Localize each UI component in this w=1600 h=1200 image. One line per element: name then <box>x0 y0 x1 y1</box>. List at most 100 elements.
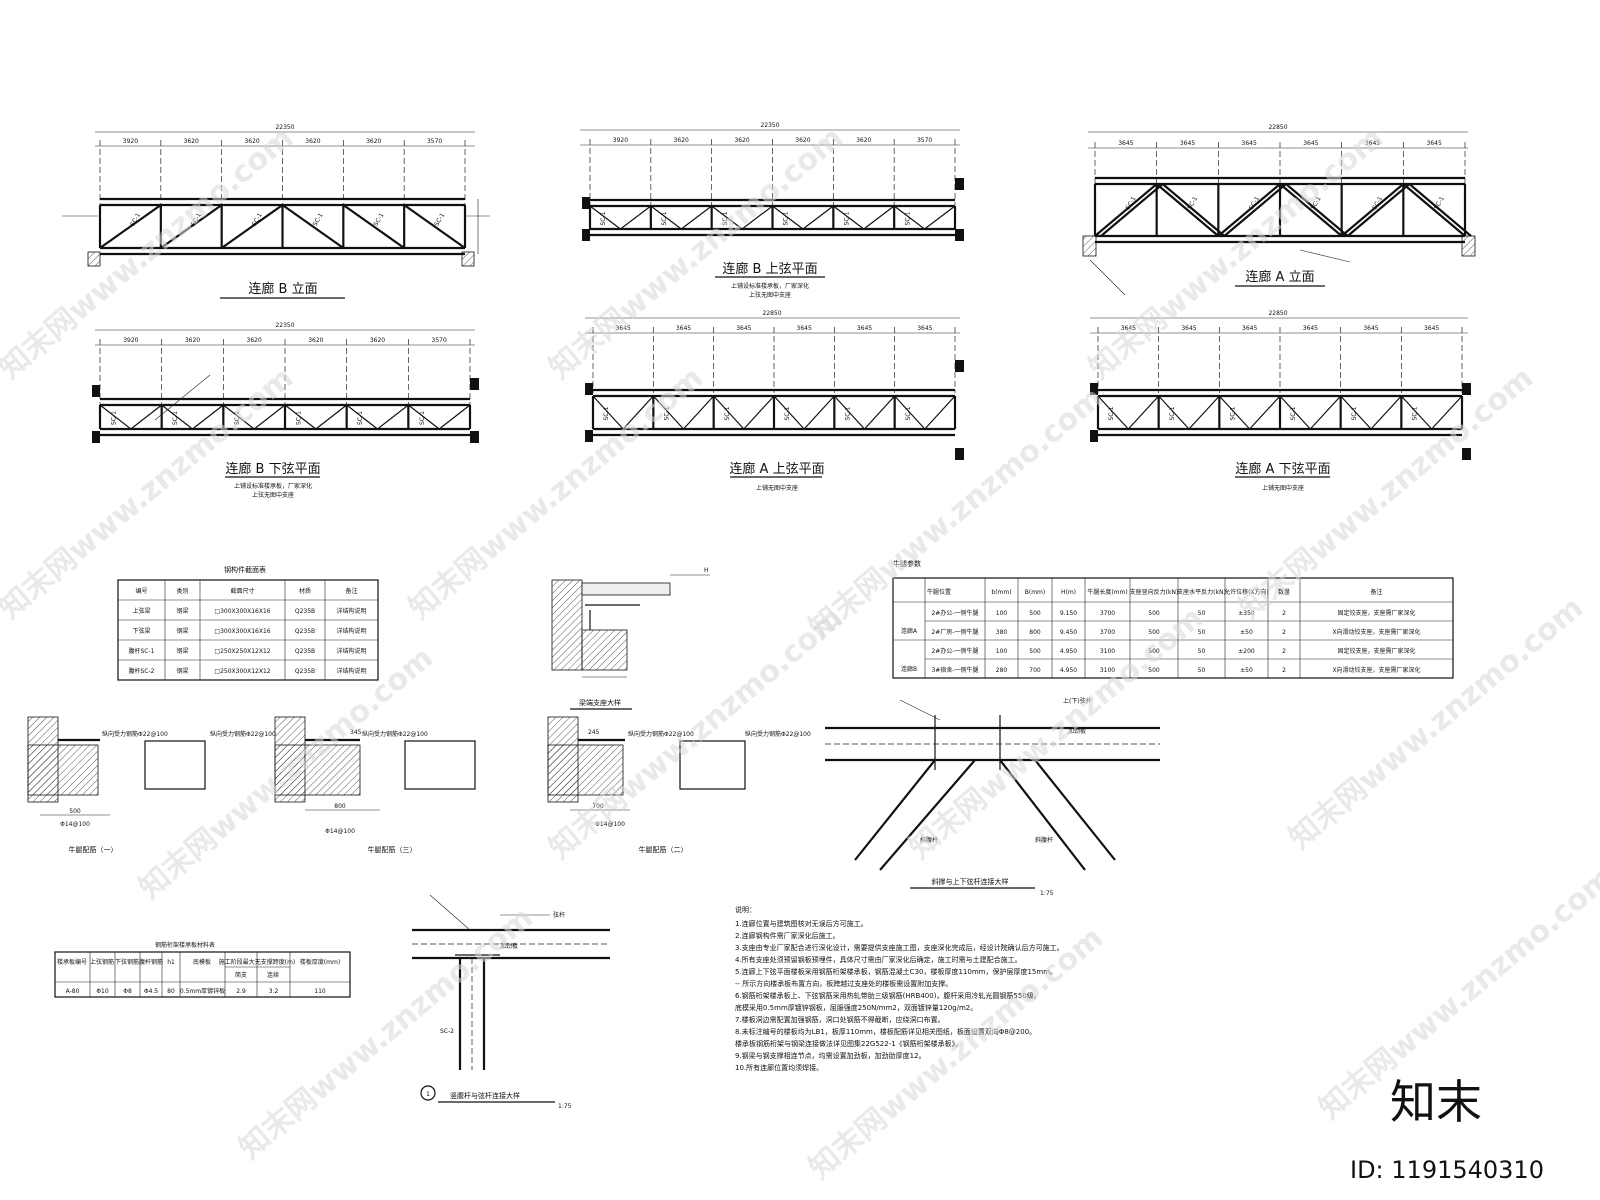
svg-text:SC-1: SC-1 <box>110 411 117 425</box>
svg-text:±50: ±50 <box>1240 667 1253 674</box>
svg-text:SC-1: SC-1 <box>603 406 610 420</box>
svg-text:钢梁: 钢梁 <box>176 607 188 615</box>
svg-text:SC-2: SC-2 <box>440 1028 454 1035</box>
svg-text:SC-1: SC-1 <box>1230 406 1237 420</box>
svg-text:简支: 简支 <box>235 971 247 979</box>
svg-text:上铺无图中支座: 上铺无图中支座 <box>1262 484 1304 492</box>
svg-text:Q235B: Q235B <box>295 608 315 615</box>
svg-text:3645: 3645 <box>1424 325 1439 332</box>
title-a-top-plan: 连廊 A 上弦平面 <box>729 461 824 477</box>
svg-text:腹杆SC-2: 腹杆SC-2 <box>129 667 155 675</box>
svg-text:Q235B: Q235B <box>295 628 315 635</box>
svg-text:3#宿舍-一侧牛腿: 3#宿舍-一侧牛腿 <box>931 666 978 674</box>
svg-text:1:75: 1:75 <box>558 1103 572 1110</box>
svg-text:钢梁: 钢梁 <box>176 667 188 675</box>
note-line: 楼承板钢筋桁架与钢梁连接做法详见图集22G522-1《钢筋桁架楼承板》。 <box>735 1039 962 1048</box>
svg-text:连续: 连续 <box>267 971 279 979</box>
svg-text:上铺设标准楼承板，厂家深化: 上铺设标准楼承板，厂家深化 <box>731 282 809 290</box>
svg-text:Φ8: Φ8 <box>123 988 132 995</box>
svg-text:SC-1: SC-1 <box>661 211 668 225</box>
svg-text:SC-1: SC-1 <box>172 411 179 425</box>
svg-text:Φ14@100: Φ14@100 <box>325 828 355 835</box>
note-line: 6.钢筋桁架楼承板上、下弦钢筋采用热轧带肋三级钢筋(HRB400)，腹杆采用冷轧… <box>735 991 1041 1000</box>
svg-text:详结构说明: 详结构说明 <box>336 647 366 655</box>
title-corbel-2: 牛腿配筋（二） <box>639 845 688 854</box>
title-a-bottom-plan: 连廊 A 下弦平面 <box>1235 461 1330 477</box>
svg-text:SC-1: SC-1 <box>372 212 385 228</box>
svg-text:1:75: 1:75 <box>1040 890 1054 897</box>
note-line: 10.所有连廊位置均须焊接。 <box>735 1063 823 1072</box>
title-b-bottom-plan: 连廊 B 下弦平面 <box>225 461 320 477</box>
svg-text:纵向受力钢筋Φ22@100: 纵向受力钢筋Φ22@100 <box>102 730 168 738</box>
svg-text:备注: 备注 <box>345 587 357 595</box>
svg-text:3570: 3570 <box>917 137 932 144</box>
svg-text:3645: 3645 <box>917 325 932 332</box>
svg-text:110: 110 <box>314 988 326 995</box>
svg-text:2.9: 2.9 <box>236 988 246 995</box>
svg-text:加劲板: 加劲板 <box>500 942 518 950</box>
svg-text:1: 1 <box>426 1091 430 1098</box>
svg-text:4.950: 4.950 <box>1060 648 1077 655</box>
svg-text:h1: h1 <box>167 959 175 966</box>
svg-text:SC-1: SC-1 <box>1108 406 1115 420</box>
svg-text:截面尺寸: 截面尺寸 <box>230 587 254 595</box>
svg-text:2#厂房-一侧牛腿: 2#厂房-一侧牛腿 <box>931 628 978 636</box>
svg-text:H: H <box>704 567 709 574</box>
svg-text:3645: 3645 <box>736 325 751 332</box>
svg-text:X向滑动铰支座，支座需厂家深化: X向滑动铰支座，支座需厂家深化 <box>1332 628 1420 636</box>
svg-text:弦杆: 弦杆 <box>553 911 565 919</box>
svg-text:SC-1: SC-1 <box>295 411 302 425</box>
svg-text:500: 500 <box>1148 648 1160 655</box>
svg-text:Q235B: Q235B <box>295 668 315 675</box>
svg-text:3620: 3620 <box>184 138 199 145</box>
svg-text:9.150: 9.150 <box>1060 610 1077 617</box>
svg-text:SC-1: SC-1 <box>784 406 791 420</box>
svg-text:3620: 3620 <box>185 337 200 344</box>
svg-text:牛腿参数: 牛腿参数 <box>893 559 921 568</box>
svg-text:连廊B: 连廊B <box>901 665 917 673</box>
watermark-id: ID: 1191540310 <box>1350 1156 1544 1184</box>
svg-text:3645: 3645 <box>857 325 872 332</box>
diagonal-connection-detail: 上(下)弦杆 加劲板 斜腹杆 斜腹杆 斜撑与上下弦杆连接大样 1:75 <box>825 697 1160 897</box>
svg-text:上(下)弦杆: 上(下)弦杆 <box>1063 697 1092 705</box>
svg-text:2#办公-一侧牛腿: 2#办公-一侧牛腿 <box>931 609 978 617</box>
svg-text:3645: 3645 <box>1365 140 1380 147</box>
svg-text:3700: 3700 <box>1100 629 1115 636</box>
svg-text:知末网www.znzmo.com: 知末网www.znzmo.com <box>1233 360 1540 626</box>
svg-text:500: 500 <box>1148 667 1160 674</box>
svg-text:80: 80 <box>167 988 175 995</box>
title-vertical-connection: 竖腹杆与弦杆连接大样 <box>450 1091 520 1100</box>
svg-text:下弦钢筋: 下弦钢筋 <box>115 958 139 966</box>
svg-text:SC-1: SC-1 <box>663 406 670 420</box>
svg-text:知末网www.znzmo.com: 知末网www.znzmo.com <box>543 120 850 386</box>
note-line: 5.连廊上下弦平面楼板采用钢筋桁架楼承板，钢筋混凝土C30，楼板厚度110mm，… <box>735 967 1057 976</box>
svg-text:3645: 3645 <box>1118 140 1133 147</box>
svg-text:3920: 3920 <box>123 337 138 344</box>
svg-text:3645: 3645 <box>797 325 812 332</box>
svg-text:2#办公-一侧牛腿: 2#办公-一侧牛腿 <box>931 647 978 655</box>
svg-text:钢梁: 钢梁 <box>176 647 188 655</box>
svg-text:连廊A: 连廊A <box>901 627 918 635</box>
beam-support-detail: H 梁端支座大样 <box>551 567 710 710</box>
svg-text:牛腿位置: 牛腿位置 <box>927 588 951 596</box>
svg-text:支座竖向反力(kN): 支座竖向反力(kN) <box>1130 588 1179 596</box>
svg-text:腹杆SC-1: 腹杆SC-1 <box>129 647 155 655</box>
svg-text:H(m): H(m) <box>1061 589 1076 596</box>
svg-text:知末网www.znzmo.com: 知末网www.znzmo.com <box>233 900 540 1166</box>
svg-text:2: 2 <box>1282 629 1286 636</box>
svg-text:纵向受力钢筋Φ22@100: 纵向受力钢筋Φ22@100 <box>628 730 694 738</box>
svg-text:知末网www.znzmo.com: 知末网www.znzmo.com <box>1083 120 1390 386</box>
title-diagonal-connection: 斜撑与上下弦杆连接大样 <box>932 877 1009 886</box>
svg-text:500: 500 <box>69 808 81 815</box>
svg-text:加劲板: 加劲板 <box>1068 727 1086 735</box>
svg-text:3645: 3645 <box>1242 325 1257 332</box>
svg-text:±200: ±200 <box>1238 648 1255 655</box>
svg-text:2: 2 <box>1282 648 1286 655</box>
svg-text:3.2: 3.2 <box>269 988 279 995</box>
svg-text:2: 2 <box>1282 610 1286 617</box>
svg-text:SC-1: SC-1 <box>1433 195 1446 211</box>
